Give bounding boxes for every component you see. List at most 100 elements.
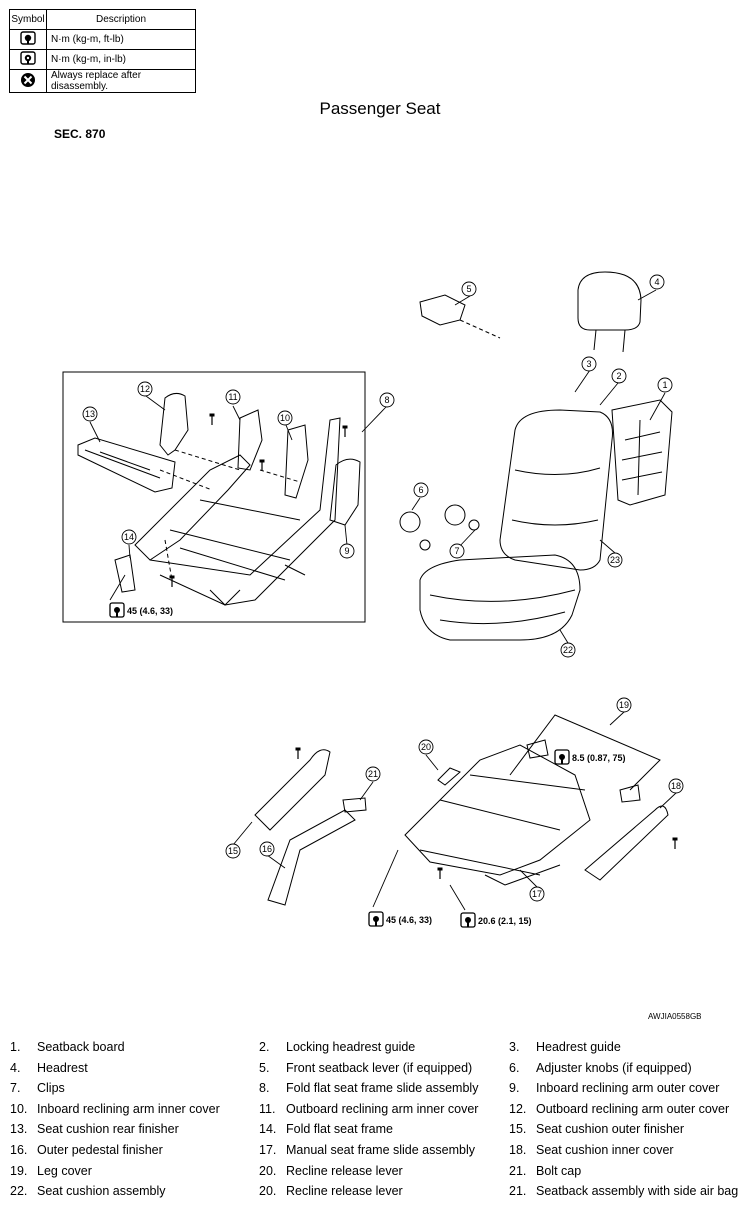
svg-text:19: 19	[619, 700, 629, 710]
svg-text:1: 1	[662, 380, 667, 390]
part-item: 15.Seat cushion outer finisher	[509, 1122, 685, 1136]
callout-4: 4	[649, 274, 665, 290]
part-item: 5.Front seatback lever (if equipped)	[259, 1061, 473, 1075]
symbol-legend-table: Symbol Description N·m (kg-m, ft-lb) N·m…	[9, 9, 196, 93]
part-item: 19.Leg cover	[10, 1164, 92, 1178]
part-item: 17.Manual seat frame slide assembly	[259, 1143, 475, 1157]
svg-text:14: 14	[124, 532, 134, 542]
fold-flat-seat-frame-part	[114, 417, 341, 606]
recline-release-lever-part	[437, 767, 461, 786]
part-item: 10.Inboard reclining arm inner cover	[10, 1102, 220, 1116]
callout-19: 19	[616, 697, 632, 713]
svg-text:6: 6	[418, 485, 423, 495]
seat-cushion-rear-finisher-part	[77, 437, 176, 493]
part-item: 12.Outboard reclining arm outer cover	[509, 1102, 730, 1116]
legend-row: N·m (kg-m, in-lb)	[9, 49, 196, 70]
part-item: 16.Outer pedestal finisher	[10, 1143, 163, 1157]
part-item: 9.Inboard reclining arm outer cover	[509, 1081, 720, 1095]
part-item: 13.Seat cushion rear finisher	[10, 1122, 179, 1136]
callout-5: 5	[461, 281, 477, 297]
torque-spec-upper: 45 (4.6, 33)	[109, 602, 173, 618]
inboard-reclining-arm-outer-cover-part	[329, 458, 361, 526]
callout-leaders	[89, 289, 677, 911]
legend-description: Always replace after disassembly.	[46, 69, 196, 93]
torque-wrench-small-icon	[20, 51, 36, 65]
front-seatback-lever-part	[419, 294, 501, 339]
svg-text:5: 5	[466, 284, 471, 294]
svg-text:8.5 (0.87, 75): 8.5 (0.87, 75)	[572, 753, 626, 763]
callout-1: 1	[657, 377, 673, 393]
svg-text:8: 8	[384, 395, 389, 405]
svg-text:12: 12	[140, 384, 150, 394]
section-label: SEC. 870	[54, 127, 106, 141]
torque-spec-lower-right: 20.6 (2.1, 15)	[460, 912, 532, 928]
torque-spec-leg-cover: 8.5 (0.87, 75)	[554, 749, 626, 765]
part-item: 21.Bolt cap	[509, 1164, 582, 1178]
part-item: 6.Adjuster knobs (if equipped)	[509, 1061, 692, 1075]
torque-wrench-icon	[20, 31, 36, 45]
part-item: 7.Clips	[10, 1081, 65, 1095]
svg-text:23: 23	[610, 555, 620, 565]
svg-text:2: 2	[616, 371, 621, 381]
replace-x-icon	[21, 72, 35, 87]
part-item: 11.Outboard reclining arm inner cover	[259, 1102, 479, 1116]
exploded-seat-diagram: 1 2 3 4 5 6 7 8 9 10 11 12 13 14 15 16 1…	[62, 271, 684, 928]
part-item: 18.Seat cushion inner cover	[509, 1143, 674, 1157]
bolt-icon	[436, 866, 444, 880]
callout-13: 13	[82, 406, 98, 422]
callout-17: 17	[529, 886, 545, 902]
manual-seat-frame-slide-part	[404, 744, 591, 886]
svg-text:3: 3	[586, 359, 591, 369]
legend-row: Always replace after disassembly.	[9, 69, 196, 93]
bolt-icon	[258, 458, 266, 472]
seat-cushion-outer-finisher-part	[254, 749, 331, 831]
svg-text:18: 18	[671, 781, 681, 791]
figure-id: AWJIA0558GB	[648, 1012, 702, 1021]
svg-text:9: 9	[344, 546, 349, 556]
part-item: 14.Fold flat seat frame	[259, 1122, 393, 1136]
svg-text:13: 13	[85, 409, 95, 419]
seatback-assembly-part	[499, 409, 613, 571]
seat-frame-inset-box	[62, 371, 366, 623]
page-title: Passenger Seat	[319, 99, 441, 118]
callout-12: 12	[137, 381, 153, 397]
callout-14: 14	[121, 529, 137, 545]
part-item: 20.Recline release lever	[259, 1184, 403, 1198]
bolt-cap-part	[342, 797, 367, 813]
part-item: 2.Locking headrest guide	[259, 1040, 416, 1054]
callout-11: 11	[225, 389, 241, 405]
svg-text:4: 4	[654, 277, 659, 287]
leg-cover-leader	[509, 714, 661, 791]
svg-text:7: 7	[454, 546, 459, 556]
torque-spec-lower-left: 45 (4.6, 33)	[368, 911, 432, 927]
bolt-icon	[341, 424, 349, 438]
part-item: 22.Seat cushion assembly	[10, 1184, 166, 1198]
outer-pedestal-finisher-part	[267, 809, 356, 906]
torque-wrench-icon	[109, 602, 125, 618]
svg-text:15: 15	[228, 846, 238, 856]
svg-text:45 (4.6, 33): 45 (4.6, 33)	[127, 606, 173, 616]
part-item: 4.Headrest	[10, 1061, 88, 1075]
svg-text:20: 20	[421, 742, 431, 752]
callout-9: 9	[339, 543, 355, 559]
part-item: 1.Seatback board	[10, 1040, 125, 1054]
reclining-arm-inner-covers	[237, 409, 309, 499]
part-item: 21.Seatback assembly with side air bag	[509, 1184, 739, 1198]
svg-text:17: 17	[532, 889, 542, 899]
callout-7: 7	[449, 543, 465, 559]
bolt-icon	[208, 412, 216, 426]
callout-10: 10	[277, 410, 293, 426]
callout-8: 8	[379, 392, 395, 408]
svg-text:10: 10	[280, 413, 290, 423]
callout-20: 20	[418, 739, 434, 755]
svg-text:21: 21	[368, 769, 378, 779]
seat-cushion-inner-cover-part	[584, 805, 669, 881]
part-item: 20.Recline release lever	[259, 1164, 403, 1178]
callout-18: 18	[668, 778, 684, 794]
headrest-part	[577, 271, 642, 353]
torque-wrench-icon	[368, 911, 384, 927]
svg-text:11: 11	[228, 392, 237, 402]
svg-text:22: 22	[563, 645, 573, 655]
callout-6: 6	[413, 482, 429, 498]
svg-text:45 (4.6, 33): 45 (4.6, 33)	[386, 915, 432, 925]
